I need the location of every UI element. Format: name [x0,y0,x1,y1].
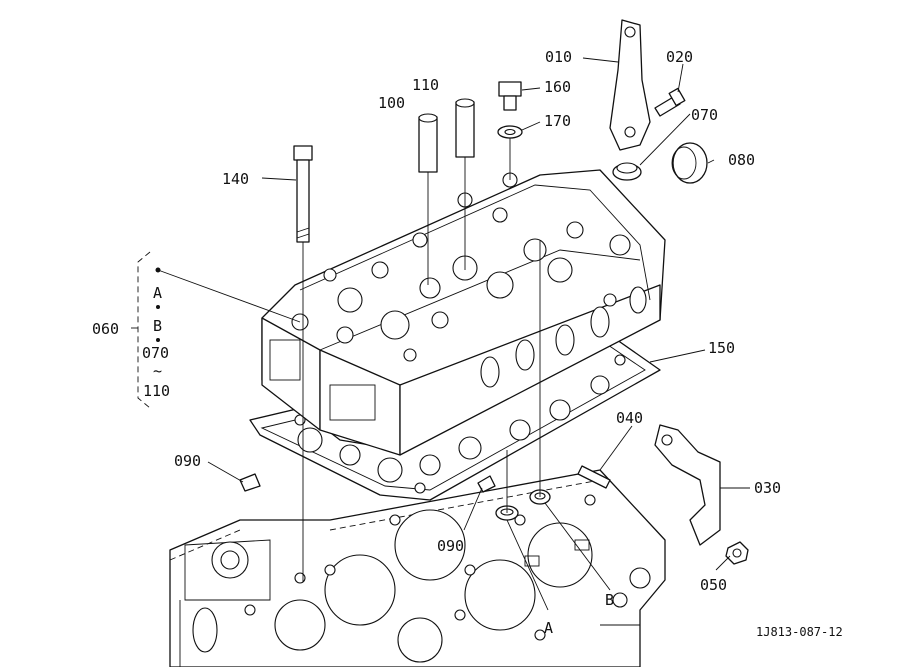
callout-090-center: 090 [437,537,464,555]
valve-guide-110 [455,98,475,158]
callout-170: 170 [544,112,571,130]
callout-010: 010 [545,48,572,66]
callout-090-left: 090 [174,452,201,470]
plug-bolt [498,81,522,111]
assembly-bracket [131,251,160,409]
marker-a: A [544,619,553,637]
drawing-code: 1J813-087-12 [756,625,843,639]
bracket-to: 110 [143,382,170,400]
callout-050: 050 [700,576,727,594]
leader-lines [157,57,750,611]
bracket-030 [654,424,721,546]
callout-060: 060 [92,320,119,338]
hanger-screw [654,87,686,117]
plug-080 [671,142,708,184]
callout-160: 160 [544,78,571,96]
valve-guide-100 [418,113,438,173]
callout-020: 020 [666,48,693,66]
callout-150: 150 [708,339,735,357]
plug-washer [497,125,523,139]
callout-140: 140 [222,170,249,188]
sleeve-070 [612,162,642,181]
engine-hanger [609,19,651,151]
callout-030: 030 [754,479,781,497]
bracket-range-sign: ~ [153,362,162,380]
stud-090-left [239,473,261,492]
bracket-a: A [153,284,162,302]
callout-100: 100 [378,94,405,112]
cylinder-head [261,169,666,456]
head-bolt [293,145,313,243]
cylinder-block [169,469,666,667]
bracket-leader-dot [155,267,161,273]
callout-110: 110 [412,76,439,94]
bracket-from: 070 [142,344,169,362]
stud-040 [577,465,611,489]
callout-070: 070 [691,106,718,124]
bracket-b: B [153,317,162,335]
callout-labels: 010 020 030 040 050 060 070 080 090 090 … [92,48,843,639]
nut-050 [725,541,749,565]
marker-b: B [605,591,614,609]
callout-040: 040 [616,409,643,427]
callout-080: 080 [728,151,755,169]
